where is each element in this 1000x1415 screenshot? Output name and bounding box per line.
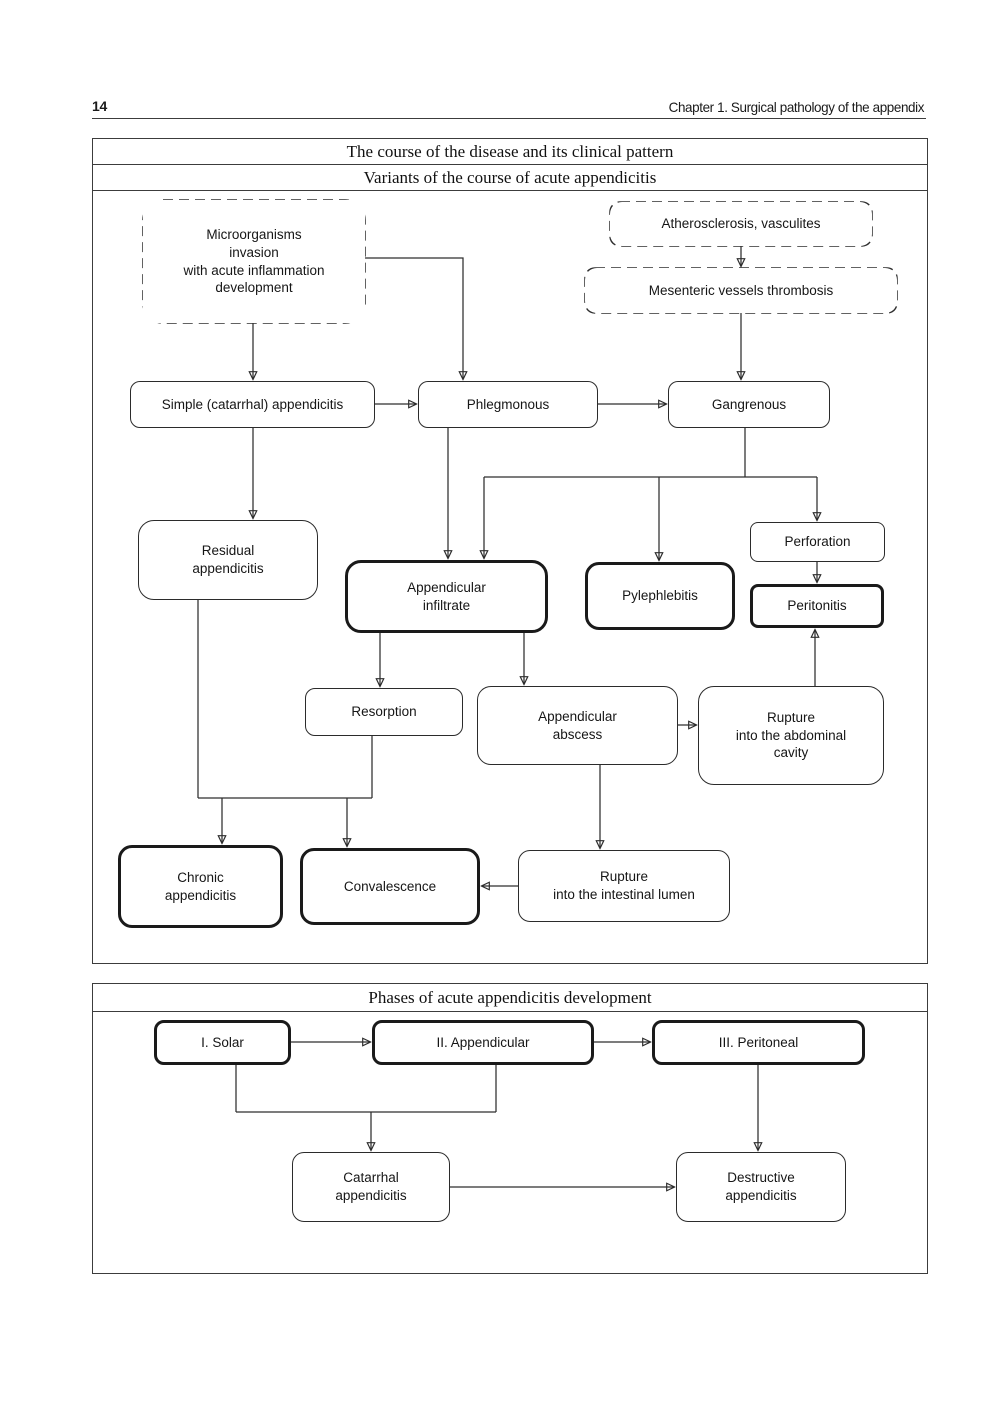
variants-panel-subtitle: Variants of the course of acute appendic… [93, 165, 927, 191]
node-label: Atherosclerosis, vasculites [661, 216, 821, 232]
node-rupture-intestinal-lumen: Rupture into the intestinal lumen [518, 850, 730, 922]
node-gangrenous: Gangrenous [668, 381, 830, 428]
header-rule [92, 118, 926, 119]
node-simple-catarrhal-appendicitis: Simple (catarrhal) appendicitis [130, 381, 375, 428]
chapter-title: Chapter 1. Surgical pathology of the app… [668, 99, 925, 115]
node-label: Rupture into the abdominal cavity [735, 709, 847, 761]
node-perforation: Perforation [750, 522, 885, 562]
node-label: Chronic appendicitis [164, 869, 237, 903]
node-destructive-appendicitis: Destructive appendicitis [676, 1152, 846, 1222]
phases-panel-title: Phases of acute appendicitis development [93, 984, 927, 1012]
variants-panel-title: The course of the disease and its clinic… [93, 139, 927, 165]
node-mesenteric-vessels-thrombosis: Mesenteric vessels thrombosis [585, 268, 897, 313]
node-label: Catarrhal appendicitis [335, 1170, 407, 1203]
node-phlegmonous: Phlegmonous [418, 381, 598, 428]
node-phase-solar: I. Solar [154, 1020, 291, 1065]
node-phase-peritoneal: III. Peritoneal [652, 1020, 865, 1065]
node-label: I. Solar [201, 1034, 244, 1050]
node-label: II. Appendicular [436, 1034, 530, 1050]
node-label: Simple (catarrhal) appendicitis [161, 396, 344, 412]
node-label: Resorption [351, 704, 417, 720]
node-label: Appendicular abscess [538, 708, 617, 742]
node-atherosclerosis-vasculites: Atherosclerosis, vasculites [610, 202, 872, 246]
node-appendicular-infiltrate: Appendicular infiltrate [345, 560, 548, 633]
node-catarrhal-appendicitis: Catarrhal appendicitis [292, 1152, 450, 1222]
node-label: Pylephlebitis [622, 588, 698, 604]
node-label: III. Peritoneal [718, 1034, 799, 1050]
node-label: Mesenteric vessels thrombosis [648, 282, 834, 298]
node-chronic-appendicitis: Chronic appendicitis [118, 845, 283, 928]
node-label: Microorganisms invasion with acute infla… [183, 226, 325, 296]
node-label: Destructive appendicitis [725, 1170, 797, 1203]
node-label: Convalescence [343, 878, 437, 894]
node-residual-appendicitis: Residual appendicitis [138, 520, 318, 600]
node-appendicular-abscess: Appendicular abscess [477, 686, 678, 765]
node-label: Rupture into the intestinal lumen [553, 869, 695, 902]
node-label: Residual appendicitis [192, 543, 264, 576]
node-resorption: Resorption [305, 688, 463, 736]
node-pylephlebitis: Pylephlebitis [585, 562, 735, 630]
node-label: Appendicular infiltrate [407, 579, 486, 613]
node-label: Phlegmonous [466, 396, 550, 412]
node-label: Gangrenous [711, 396, 787, 412]
page-number: 14 [92, 98, 107, 114]
node-label: Perforation [784, 534, 851, 550]
node-phase-appendicular: II. Appendicular [372, 1020, 594, 1065]
node-microorganisms-invasion: Microorganisms invasion with acute infla… [143, 200, 365, 323]
node-convalescence: Convalescence [300, 848, 480, 925]
node-label: Peritonitis [787, 598, 847, 614]
node-rupture-abdominal-cavity: Rupture into the abdominal cavity [698, 686, 884, 785]
node-peritonitis: Peritonitis [750, 584, 884, 628]
